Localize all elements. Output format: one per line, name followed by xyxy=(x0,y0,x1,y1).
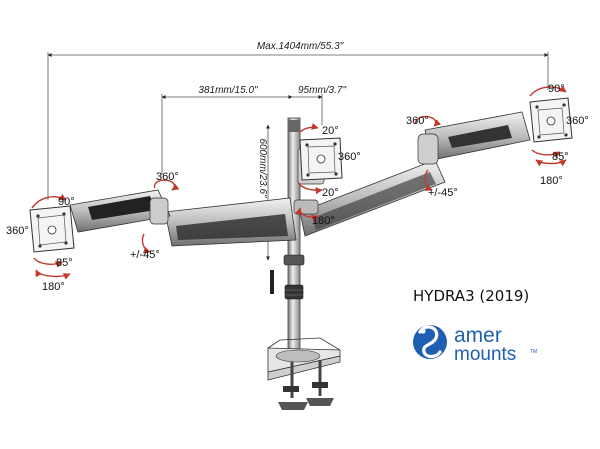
right-arm xyxy=(299,111,531,237)
left-arm-rot-360: 360° xyxy=(156,171,179,183)
rotation-arrows xyxy=(31,85,567,280)
left-arm xyxy=(69,189,297,247)
left-arm-tilt: +/-45° xyxy=(130,249,160,261)
right-monitor-rot-360: 360° xyxy=(566,115,589,127)
left-monitor-swivel: 85° xyxy=(56,257,73,269)
center-offset-label: 95mm/3.7" xyxy=(298,85,346,96)
center-monitor-rot-180: 180° xyxy=(312,215,335,227)
amer-mounts-logo xyxy=(413,325,447,359)
brand-trademark: TM xyxy=(530,349,537,355)
right-monitor-rot-180: 180° xyxy=(540,175,563,187)
product-model: HYDRA3 (2019) xyxy=(413,287,529,305)
brand-name-line1: amer xyxy=(454,324,502,347)
left-vesa-plate xyxy=(29,205,75,253)
left-monitor-rot-360: 360° xyxy=(6,225,29,237)
center-monitor-rot-360: 360° xyxy=(338,151,361,163)
right-vesa-plate xyxy=(529,97,573,143)
center-monitor-tilt-up: 20° xyxy=(322,125,339,137)
total-width-label: Max.1404mm/55.3" xyxy=(257,41,344,52)
center-monitor-tilt-down: 20° xyxy=(322,187,339,199)
pole-height-label: 600mm/23.6" xyxy=(257,138,268,198)
right-monitor-swivel: 85° xyxy=(552,151,569,163)
right-monitor-tilt: 90° xyxy=(548,83,565,95)
left-monitor-rot-180: 180° xyxy=(42,281,65,293)
dimension-lines xyxy=(47,52,549,261)
brand-name-line2: mounts xyxy=(454,344,516,365)
center-vesa-plate xyxy=(299,137,343,181)
desk-clamp xyxy=(267,337,341,410)
right-arm-rot-360: 360° xyxy=(406,115,429,127)
right-arm-tilt: +/-45° xyxy=(428,187,458,199)
arm-offset-label: 381mm/15.0" xyxy=(198,85,258,96)
left-monitor-tilt: 90° xyxy=(58,196,75,208)
